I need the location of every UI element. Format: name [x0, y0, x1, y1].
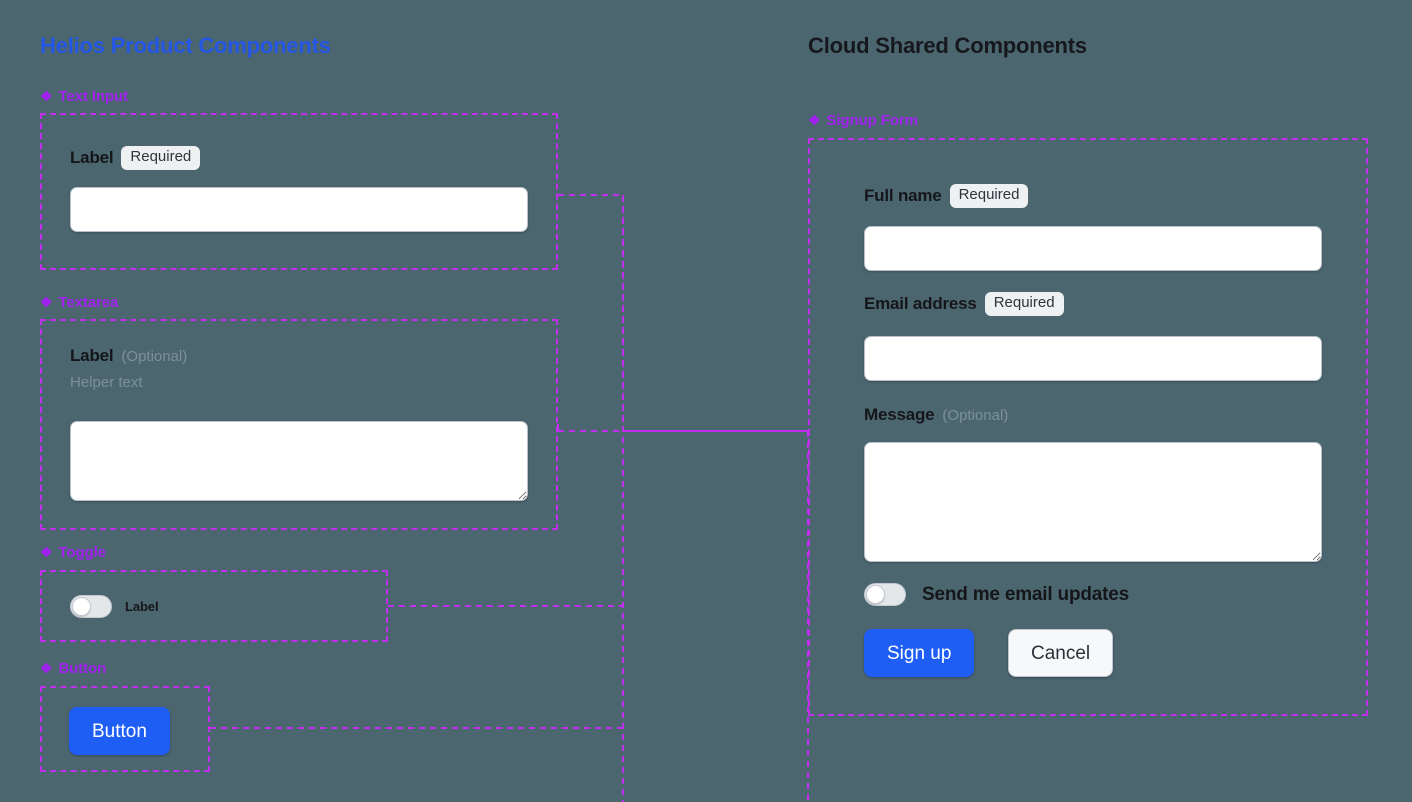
toggle-switch[interactable]: [70, 595, 112, 618]
textarea-helper-text: Helper text: [70, 374, 143, 391]
text-input-label-row: Label Required: [70, 146, 201, 170]
full-name-label-row: Full name Required: [864, 184, 1029, 208]
connector-text-input: [558, 194, 808, 432]
email-required-badge: Required: [984, 292, 1064, 316]
email-label-row: Email address Required: [864, 292, 1064, 316]
section-label-text: Button: [58, 660, 107, 677]
section-label-text: Text Input: [58, 88, 129, 105]
section-label-signup-form: ❖ Signup Form: [808, 112, 918, 129]
message-label: Message: [864, 405, 935, 424]
text-input-required-badge: Required: [121, 146, 201, 170]
message-optional-note: (Optional): [942, 406, 1009, 424]
diamond-flower-icon: ❖: [40, 543, 53, 560]
message-label-row: Message (Optional): [864, 405, 1008, 425]
text-input-label: Label: [70, 147, 114, 167]
signup-cancel-button[interactable]: Cancel: [1008, 629, 1114, 677]
textarea-label-row: Label (Optional): [70, 346, 187, 366]
diamond-flower-icon: ❖: [40, 87, 53, 104]
region-textarea: Label (Optional) Helper text: [40, 319, 558, 530]
section-label-text: Toggle: [58, 544, 106, 561]
diamond-flower-icon: ❖: [40, 659, 53, 676]
diamond-flower-icon: ❖: [40, 293, 53, 310]
region-button: Button: [40, 686, 210, 772]
toggle-label: Label: [125, 599, 159, 614]
text-input-field[interactable]: [70, 187, 528, 232]
page-title-cloud-shared: Cloud Shared Components: [808, 33, 1087, 58]
toggle-knob: [72, 597, 91, 616]
toggle-row[interactable]: Label: [70, 595, 159, 618]
section-label-textarea: ❖ Textarea: [40, 294, 118, 311]
section-label-toggle: ❖ Toggle: [40, 544, 106, 561]
email-updates-toggle-knob: [866, 585, 885, 604]
section-label-button: ❖ Button: [40, 660, 106, 677]
region-signup-form: Full name Required Email address Require…: [808, 138, 1368, 716]
region-toggle: Label: [40, 570, 388, 642]
textarea-optional-note: (Optional): [121, 347, 188, 365]
email-input[interactable]: [864, 336, 1322, 381]
region-text-input: Label Required: [40, 113, 558, 270]
email-label: Email address: [864, 293, 977, 313]
textarea-label: Label: [70, 346, 114, 365]
textarea-field[interactable]: [70, 421, 528, 501]
email-updates-toggle-row[interactable]: Send me email updates: [864, 583, 1129, 606]
section-label-text: Textarea: [58, 294, 119, 311]
email-updates-toggle-switch[interactable]: [864, 583, 906, 606]
message-textarea[interactable]: [864, 442, 1322, 562]
page-title-helios: Helios Product Components: [40, 33, 331, 58]
diamond-flower-icon: ❖: [808, 111, 821, 128]
signup-submit-button[interactable]: Sign up: [864, 629, 975, 677]
demo-button[interactable]: Button: [69, 707, 170, 755]
section-label-text: Signup Form: [826, 112, 918, 129]
full-name-input[interactable]: [864, 226, 1322, 271]
email-updates-toggle-label: Send me email updates: [922, 583, 1129, 605]
full-name-required-badge: Required: [949, 184, 1029, 208]
section-label-text-input: ❖ Text Input: [40, 88, 128, 105]
full-name-label: Full name: [864, 185, 942, 205]
